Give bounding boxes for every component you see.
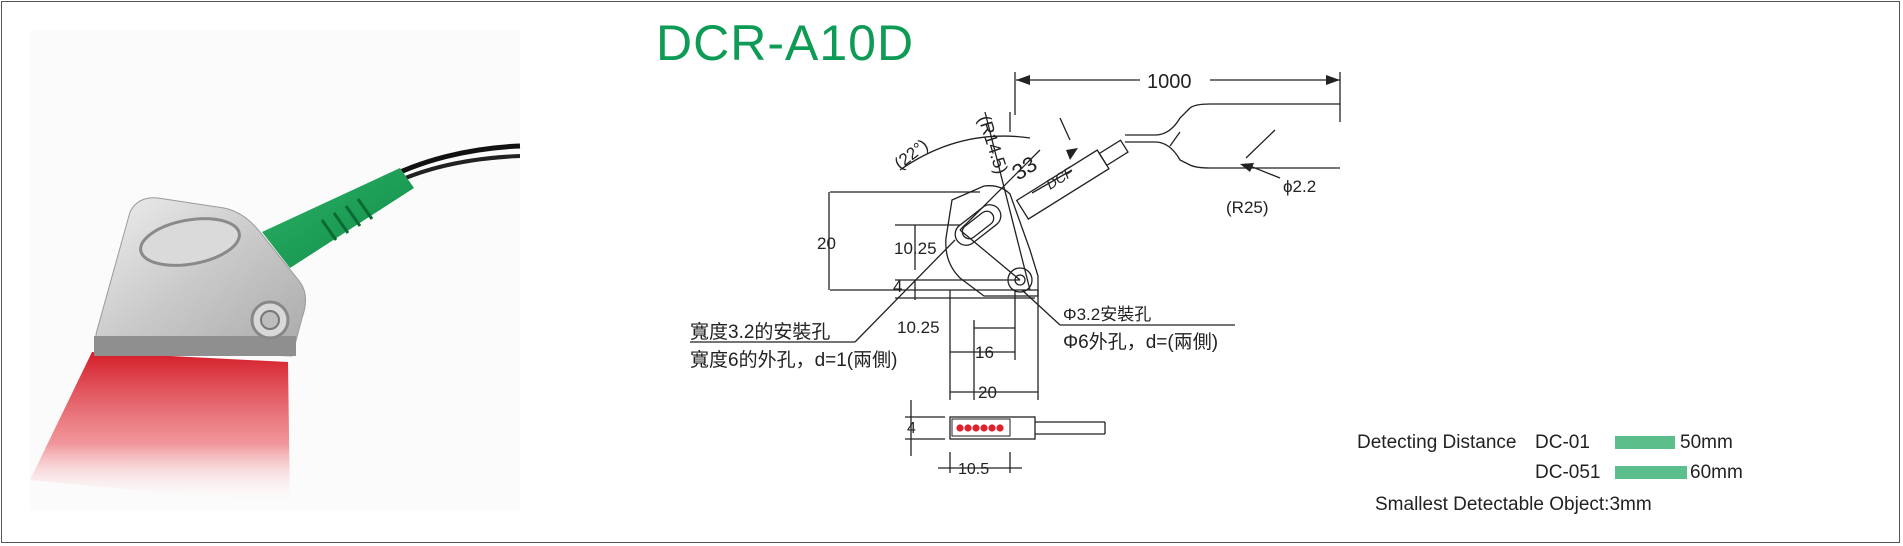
note-right-2: Φ6外孔，d=(兩側) xyxy=(1063,331,1218,353)
dim-angle-22: (22°) xyxy=(891,135,932,173)
dim-10-25-b: 10.25 xyxy=(897,318,940,337)
face-led-array xyxy=(951,418,1011,437)
dim-16: 16 xyxy=(975,343,994,362)
detect-label: Detecting Distance xyxy=(1357,432,1517,453)
dim-4: 4 xyxy=(893,277,902,296)
arc-22 xyxy=(899,135,1031,171)
face-dim-4: 4 xyxy=(907,420,916,437)
cable-outline xyxy=(1125,103,1340,136)
dim-phi-2-2: ϕ2.2 xyxy=(1283,177,1316,196)
dim-r25: (R25) xyxy=(1226,198,1269,217)
metal-edge xyxy=(94,336,296,356)
dim-20-left: 20 xyxy=(817,234,836,253)
dim-r14-5: (R14.5) xyxy=(974,113,1012,176)
face-dim-10-5: 10.5 xyxy=(958,461,989,478)
note-right-1: Φ3.2安裝孔 xyxy=(1063,305,1151,324)
probe-leader-33 xyxy=(1031,169,1073,194)
mount-slot xyxy=(139,217,241,267)
boot-ribs xyxy=(320,198,374,241)
dim-10-25-a: 10.25 xyxy=(894,239,937,258)
note-left-2: 寬度6的外孔，d=1(兩側) xyxy=(690,349,897,371)
dim-1000: 1000 xyxy=(1147,71,1192,93)
face-view-body xyxy=(949,416,1036,440)
note-left-1: 寬度3.2的安裝孔 xyxy=(690,321,830,343)
dim-33: 33 xyxy=(1007,151,1041,185)
spec-row1-value: 50mm xyxy=(1680,432,1733,453)
smallest-object: Smallest Detectable Object:3mm xyxy=(1375,494,1652,515)
model-title: DCR-A10D xyxy=(656,15,915,71)
red-beam xyxy=(30,352,290,505)
spec-row2-model: DC-051 xyxy=(1535,462,1601,483)
spec-row1-bar xyxy=(1615,436,1675,449)
product-photo xyxy=(30,30,521,510)
mount-hole-inner xyxy=(260,310,280,330)
spec-row2-bar xyxy=(1615,466,1687,479)
probe-text: DCF xyxy=(1043,163,1077,193)
spec-row2-value: 60mm xyxy=(1690,462,1743,483)
spec-row1-model: DC-01 xyxy=(1535,432,1590,453)
bracket-outline xyxy=(945,185,1039,297)
slot-outer xyxy=(954,204,1002,246)
dim-20-bottom: 20 xyxy=(978,383,997,402)
